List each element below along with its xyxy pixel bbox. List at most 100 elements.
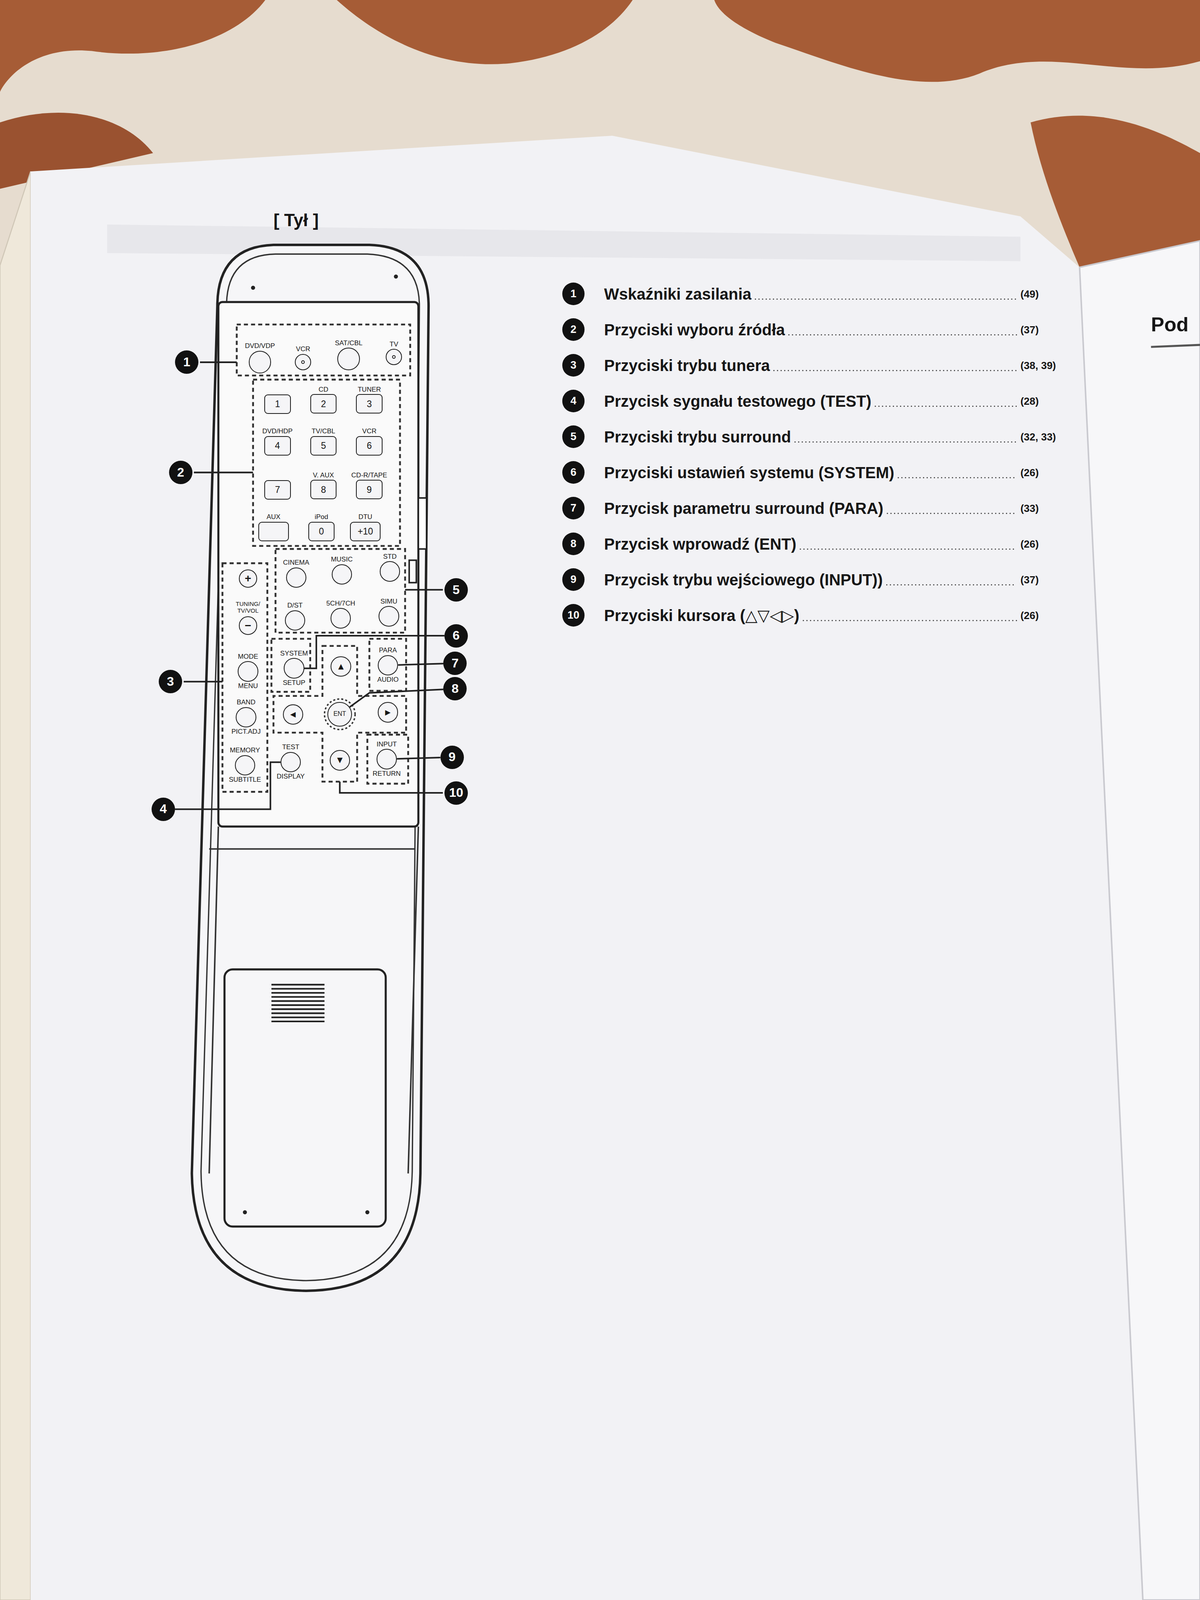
item-description: Przycisk trybu wejściowego (INPUT)) <box>603 571 883 589</box>
remote-button: PARAAUDIO <box>377 646 399 684</box>
list-marker: 6 <box>562 461 585 484</box>
group-outline <box>236 324 411 376</box>
dot-leader <box>773 369 1017 372</box>
button-text: 3 <box>366 399 372 409</box>
button-outline: ▼ <box>329 750 350 771</box>
page-stack-edge <box>0 171 31 1600</box>
remote-sleeve <box>209 826 419 1174</box>
page-reference: (38, 39) <box>1020 359 1056 372</box>
number-disc: 8 <box>443 676 467 701</box>
button-outline <box>280 751 301 773</box>
remote-button: SAT/CBL <box>334 339 363 371</box>
number-disc: 7 <box>562 496 585 520</box>
remote-button: ▼ <box>329 750 350 771</box>
button-label: 5CH/7CH <box>326 600 356 608</box>
page-reference: (37) <box>1020 323 1039 336</box>
callout-number: 8 <box>443 676 467 701</box>
leader-line <box>398 663 444 665</box>
remote-button: ▶ <box>377 701 399 723</box>
button-outline <box>376 748 397 770</box>
button-text: ▶ <box>384 708 391 717</box>
cursor-group-outline <box>273 646 406 782</box>
remote-button: D/ST <box>284 601 306 631</box>
button-outline <box>378 605 399 627</box>
callout-number: 7 <box>443 651 467 675</box>
button-label: PICT.ADJ <box>231 728 261 736</box>
button-label: MUSIC <box>330 555 353 564</box>
button-outline <box>284 610 306 631</box>
button-label: D/ST <box>287 601 303 610</box>
leader-line <box>339 781 443 793</box>
callout-number: 6 <box>452 628 460 643</box>
button-outline <box>248 350 272 374</box>
dot-leader <box>886 584 1017 586</box>
callout-number: 5 <box>570 430 577 443</box>
remote-button: TV <box>385 340 402 366</box>
remote-button: TESTDISPLAY <box>276 743 305 781</box>
callout-number: 9 <box>448 750 456 764</box>
battery-cover <box>224 969 386 1227</box>
number-disc: 9 <box>440 745 464 770</box>
dot-leader <box>788 334 1017 336</box>
remote-button: VCR6 <box>355 427 383 456</box>
button-outline: 3 <box>355 394 383 414</box>
button-outline <box>283 657 304 679</box>
remote-button: V. AUX8 <box>310 471 337 500</box>
button-outline <box>377 655 399 676</box>
button-outline <box>331 564 352 585</box>
number-disc: 1 <box>175 350 199 374</box>
remote-button: INPUTRETURN <box>372 740 401 778</box>
button-outline: 6 <box>355 436 383 456</box>
button-label: SETUP <box>282 679 306 687</box>
remote-button: MEMORY SUBTITLE <box>228 746 262 784</box>
button-outline: − <box>238 616 258 635</box>
button-label: DISPLAY <box>276 773 305 781</box>
callout-number: 2 <box>570 323 577 335</box>
callout-number: 6 <box>444 624 468 648</box>
remote-button: 5CH/7CH <box>326 600 356 629</box>
button-outline <box>234 755 256 776</box>
dot-leader <box>875 405 1017 407</box>
dot-leader <box>898 476 1017 479</box>
page-heading: [ Tył ] <box>273 210 319 230</box>
button-label: MEMORY <box>229 746 260 755</box>
button-outline <box>385 348 402 366</box>
item-description: Przyciski kursora (△▽◁▷) <box>603 606 800 625</box>
remote-inner-outline <box>201 253 420 1281</box>
button-text: +10 <box>357 526 374 537</box>
button-text: 1 <box>275 399 281 409</box>
leader-line <box>200 361 237 364</box>
button-label: SUBTITLE <box>228 776 262 784</box>
remote-dot <box>394 274 399 279</box>
dot-leader <box>803 619 1017 622</box>
callout-number: 8 <box>570 538 577 550</box>
number-disc: 7 <box>443 651 467 675</box>
remote-dot <box>251 285 256 290</box>
number-disc: 8 <box>562 532 585 556</box>
callout-number: 6 <box>570 466 577 478</box>
button-text: ◀ <box>290 710 296 719</box>
remote-button: TUNER3 <box>355 386 383 414</box>
remote-button: + <box>238 569 258 588</box>
number-disc: 3 <box>158 669 183 694</box>
leader-line <box>175 762 281 810</box>
callout-number: 8 <box>451 682 459 696</box>
button-outline: + <box>238 569 258 588</box>
leader-line <box>405 588 443 591</box>
button-text: − <box>244 619 252 632</box>
power-indicator <box>392 355 396 359</box>
group-outline <box>222 563 268 792</box>
list-marker: 4 <box>562 389 585 413</box>
callout-number: 4 <box>570 395 577 407</box>
page-reference: (28) <box>1020 395 1039 407</box>
remote-button: DVD/HDP4 <box>262 427 293 456</box>
button-text: ▼ <box>337 756 343 764</box>
number-disc: 9 <box>562 568 585 591</box>
button-outline: 5 <box>310 436 337 456</box>
button-outline <box>294 353 312 371</box>
list-marker: 10 <box>562 603 585 627</box>
callout-number: 4 <box>159 802 168 816</box>
callout-number: 2 <box>169 460 193 485</box>
